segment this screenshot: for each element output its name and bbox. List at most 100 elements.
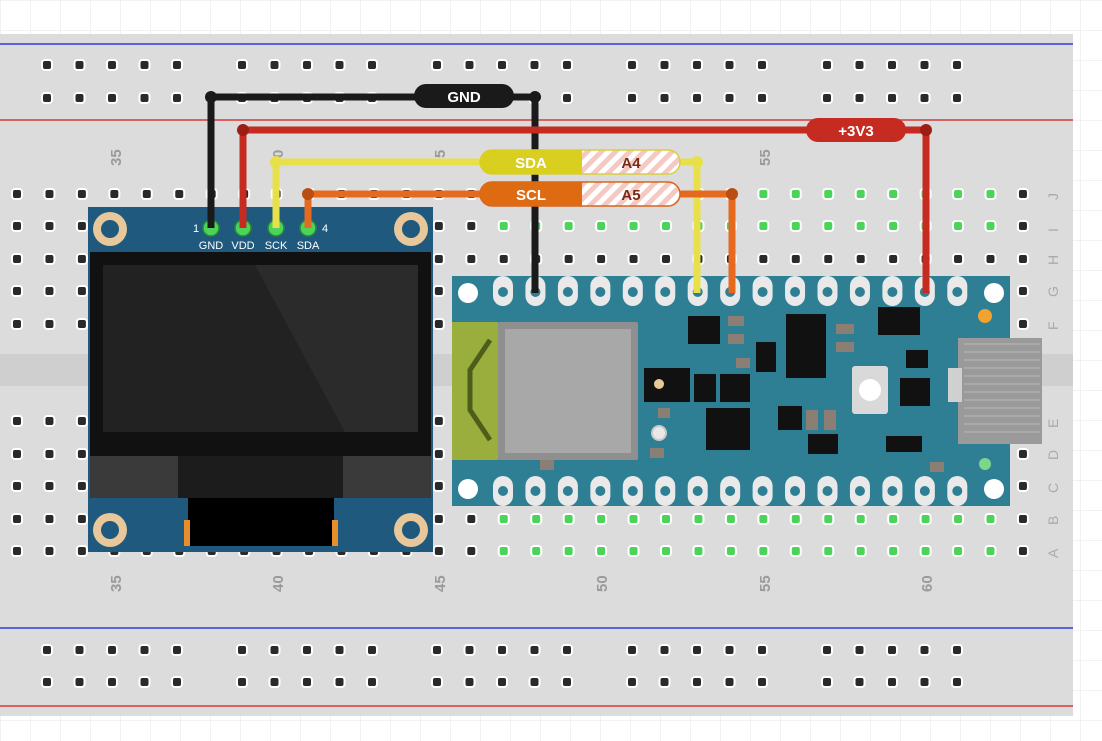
terminal-hole (75, 220, 88, 232)
wire-3v3[interactable] (239, 126, 930, 293)
column-number: 0 (270, 150, 287, 158)
arduino-pin-hole (822, 287, 833, 297)
terminal-hole (43, 545, 56, 557)
rail-hole (886, 59, 898, 71)
terminal-hole (919, 513, 932, 525)
column-number: 55 (757, 575, 774, 592)
pin-number-4: 4 (322, 223, 328, 235)
rail-hole (658, 59, 671, 71)
sda-pin-label: A4 (621, 155, 641, 172)
terminal-hole (465, 513, 478, 525)
terminal-hole (984, 513, 997, 525)
rail-hole (138, 59, 151, 71)
arduino-pin-hole (919, 486, 930, 496)
terminal-hole (465, 545, 478, 557)
arduino-pin-hole (660, 287, 671, 297)
resistor (806, 410, 818, 430)
terminal-hole (887, 253, 900, 265)
rail-hole (301, 59, 313, 71)
arduino-pin-hole (530, 486, 541, 496)
terminal-hole (497, 220, 510, 232)
terminal-hole (854, 253, 867, 265)
component (808, 434, 838, 454)
reset-button[interactable] (859, 379, 881, 401)
column-number: 60 (919, 575, 936, 592)
terminal-hole (660, 545, 672, 557)
terminal-hole (11, 188, 23, 200)
rail-hole (73, 644, 86, 656)
ic-chip (878, 307, 920, 335)
component (694, 374, 716, 402)
rail-hole (73, 92, 86, 104)
rail-hole (366, 59, 378, 71)
rail-hole (528, 59, 541, 71)
terminal-hole (11, 415, 23, 427)
rail-hole (138, 644, 151, 656)
terminal-hole (432, 415, 445, 427)
terminal-hole (757, 253, 770, 265)
component (778, 406, 802, 430)
resistor (728, 316, 744, 326)
column-number: 45 (432, 575, 449, 592)
rail-hole (463, 676, 476, 688)
terminal-hole (1016, 545, 1029, 557)
terminal-hole (627, 513, 640, 525)
terminal-hole (11, 545, 23, 557)
row-letter-g: G (1045, 286, 1061, 297)
terminal-hole (854, 188, 867, 200)
rail-hole (886, 676, 898, 688)
terminal-hole (595, 220, 608, 232)
terminal-hole (75, 318, 88, 330)
rail-hole (431, 676, 443, 688)
ic-chip (688, 316, 720, 344)
pin-label-sda: SDA (297, 240, 320, 252)
terminal-hole (984, 188, 997, 200)
terminal-hole (43, 513, 56, 525)
terminal-hole (43, 253, 56, 265)
terminal-hole (854, 545, 867, 557)
column-number: 50 (594, 575, 611, 592)
rail-hole (691, 676, 703, 688)
wire-bend (237, 124, 249, 136)
terminal-hole (757, 220, 770, 232)
terminal-hole (432, 545, 445, 557)
rail-hole (886, 644, 898, 656)
rail-hole (171, 59, 183, 71)
row-letter-a: A (1045, 548, 1061, 558)
row-letter-h: H (1045, 255, 1061, 265)
arduino-pin-hole (952, 287, 963, 297)
terminal-hole (432, 253, 445, 265)
resistor (658, 408, 670, 418)
terminal-hole (43, 480, 56, 492)
terminal-hole (1016, 318, 1029, 330)
terminal-hole (1016, 220, 1029, 232)
terminal-hole (660, 513, 672, 525)
arduino-pin-hole (887, 486, 898, 496)
rail-hole (106, 676, 118, 688)
wire-bend (205, 91, 217, 103)
terminal-hole (822, 253, 835, 265)
terminal-hole (789, 545, 802, 557)
pin-number-1: 1 (193, 223, 199, 235)
terminal-hole (108, 188, 121, 200)
resistor (836, 342, 854, 352)
mounting-hole (984, 283, 1004, 303)
arduino-pin-hole (498, 287, 508, 297)
rail-hole (138, 92, 151, 104)
terminal-hole (887, 545, 900, 557)
rail-hole (41, 676, 53, 688)
component (906, 350, 928, 368)
terminal-hole (854, 220, 867, 232)
rail-hole (723, 92, 736, 104)
rail-hole (301, 644, 313, 656)
rail-hole (73, 676, 86, 688)
terminal-hole (173, 188, 186, 200)
rail-hole (41, 92, 53, 104)
column-number: 35 (108, 149, 125, 166)
rail-hole (268, 59, 281, 71)
rail-hole (171, 92, 183, 104)
oled-mounting-hole-center (101, 220, 119, 238)
oled-display-module: 1 4 GND VDD SCK SDA (88, 207, 433, 552)
terminal-hole (984, 253, 997, 265)
terminal-hole (789, 253, 802, 265)
